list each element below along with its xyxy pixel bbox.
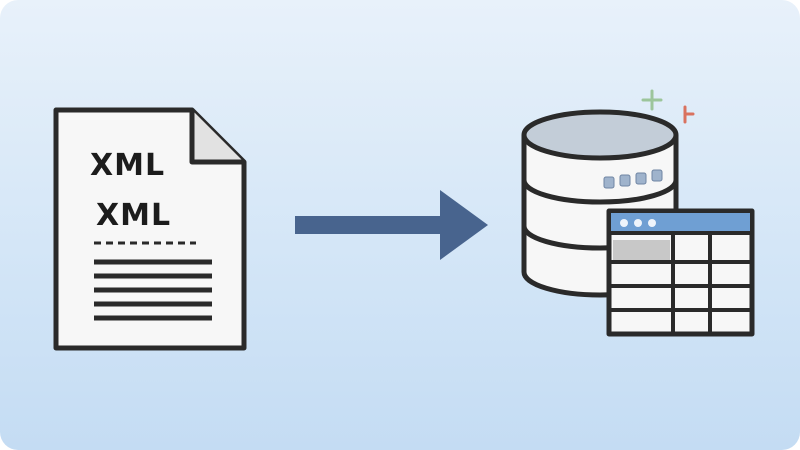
- document-label-1: XML: [90, 148, 165, 183]
- window-dot: [620, 219, 628, 227]
- sparkle-green: [641, 89, 663, 111]
- indicator-dot: [619, 174, 631, 187]
- indicator-dot: [603, 176, 615, 189]
- document-label-2: XML: [96, 198, 171, 233]
- arrow-head: [440, 190, 488, 260]
- table-selected-cell: [613, 240, 670, 260]
- sparkle-icon: [641, 89, 695, 124]
- window-control-dots: [620, 219, 656, 227]
- database-indicator-dots: [603, 169, 663, 189]
- indicator-dot: [635, 172, 647, 185]
- window-dot: [634, 219, 642, 227]
- xml-document-icon: XML XML: [53, 107, 247, 351]
- document-text-lines: [94, 259, 212, 321]
- arrow-right-icon: [295, 190, 488, 260]
- sparkle-red: [683, 105, 695, 124]
- document-fold: [189, 110, 244, 165]
- window-dot: [648, 219, 656, 227]
- table-grid: [611, 233, 750, 332]
- database-ring-1: [521, 179, 679, 205]
- table-window-header: [611, 213, 750, 233]
- arrow-shaft: [295, 216, 447, 234]
- indicator-dot: [651, 169, 663, 182]
- database-top: [521, 109, 679, 161]
- table-window-icon: [606, 208, 755, 337]
